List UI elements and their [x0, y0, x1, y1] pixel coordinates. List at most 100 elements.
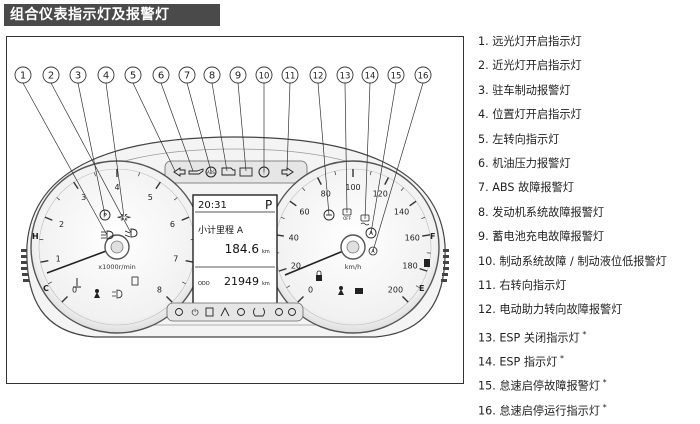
callout-leader [77, 82, 106, 216]
tacho-tick [56, 197, 61, 201]
callout-leader [211, 82, 228, 172]
tacho-tick-label: 8 [157, 285, 162, 294]
fuel-empty-label: E [419, 284, 424, 293]
display-clock: 20:31 [198, 200, 227, 211]
legend-number: 7. [478, 181, 493, 195]
legend-optional-mark: * [600, 378, 607, 388]
airbag-icon [175, 308, 183, 316]
callout-circle [152, 66, 170, 84]
callout-circle [97, 66, 115, 84]
display-trip-unit: km [262, 249, 270, 255]
speedo-unit: km/h [345, 263, 361, 271]
speedo-tick-label: 80 [321, 190, 331, 199]
tacho-tick [94, 172, 96, 177]
speedo-tick-label: 180 [402, 262, 417, 271]
left-turn-icon [173, 167, 186, 177]
callout-number: 5 [130, 71, 136, 82]
tacho-tick [73, 181, 79, 190]
tacho-tick-label: 6 [170, 220, 175, 229]
callout-leader [132, 82, 176, 172]
callout-number: 14 [365, 72, 376, 82]
legend-text: 制动系统故障 / 制动液位低报警灯 [499, 254, 667, 268]
temp-gauge-segments [21, 249, 29, 282]
legend-item: 9. 蓄电池充电故障报警灯 [478, 225, 698, 249]
legend-item: 1. 远光灯开启指示灯 [478, 30, 698, 54]
callout-leader [286, 82, 291, 172]
tacho-tick [166, 296, 173, 303]
callout-circle [124, 66, 142, 84]
legend-item: 16. 怠速启停运行指示灯 * [478, 396, 698, 420]
tacho-tick [181, 216, 190, 221]
legend-number: 16. [478, 404, 500, 418]
legend-item: 13. ESP 关闭指示灯 * [478, 323, 698, 347]
speedo-tick-label: 200 [388, 285, 403, 294]
callout-number: 10 [259, 72, 270, 82]
fuel-full-label: F [430, 232, 435, 241]
tacho-tick [138, 172, 140, 177]
speedo-tick-label: 140 [394, 208, 409, 217]
legend-item: 14. ESP 指示灯 * [478, 347, 698, 371]
callout-circle [309, 66, 327, 84]
svg-text:P: P [103, 213, 107, 220]
callout-leader [50, 82, 132, 234]
speedo-tick [384, 177, 390, 185]
callout-number: 16 [418, 72, 429, 82]
legend-text: 电动助力转向故障报警灯 [499, 303, 623, 317]
legend-number: 10. [478, 254, 500, 268]
legend-text: 怠速启停故障报警灯 [499, 380, 601, 394]
speedo-tick-label: 60 [299, 208, 309, 217]
legend-item: 2. 近光灯开启指示灯 [478, 54, 698, 78]
display-odo-value: 21949 [224, 275, 259, 288]
legend-item: 3. 驻车制动报警灯 [478, 79, 698, 103]
legend-text: 位置灯开启指示灯 [492, 108, 582, 122]
legend-item: 8. 发动机系统故障报警灯 [478, 201, 698, 225]
callout-circle [414, 66, 432, 84]
legend-text: 远光灯开启指示灯 [492, 35, 582, 48]
legend-text: 近光灯开启指示灯 [492, 59, 582, 73]
legend-text: ESP 关闭指示灯 [499, 331, 580, 345]
display-trip-value: 184.6 [225, 242, 259, 256]
abs-icon: ABS [205, 166, 217, 178]
tacho-tick-label: 4 [114, 183, 119, 192]
callout-circle [178, 66, 196, 84]
legend-number: 2. [478, 59, 493, 73]
legend-number: 11. [478, 278, 500, 292]
speedo-tick-label: 120 [373, 190, 388, 199]
legend-text: 怠速启停运行指示灯 [499, 404, 601, 418]
passenger-belt-icon [338, 286, 344, 295]
svg-text:A: A [371, 249, 375, 255]
callout-circle [281, 66, 299, 84]
callout-circle [14, 66, 32, 84]
legend-item: 4. 位置灯开启指示灯 [478, 103, 698, 127]
legend-number: 4. [478, 108, 493, 122]
temp-high-label: H [32, 232, 39, 241]
speedo-tick [278, 267, 287, 272]
tacho-unit: x1000r/min [98, 263, 136, 271]
legend-item: 15. 怠速启停故障报警灯 * [478, 371, 698, 395]
callout-number: 8 [209, 71, 215, 82]
legend-number: 3. [478, 83, 493, 97]
callout-leader [344, 82, 348, 214]
tacho-tick [61, 296, 68, 303]
bottom-bar-icons: ⏻ [175, 306, 296, 319]
callout-circle [229, 66, 247, 84]
tacho-tick [173, 197, 178, 201]
display-trip-label: 小计里程 A [198, 224, 244, 236]
callout-leader [317, 82, 330, 216]
central-display: 20:31 P 小计里程 A 184.6 km ODO 21949 km [192, 194, 278, 306]
callout-circle [42, 66, 60, 84]
lamp-icon [275, 308, 283, 316]
engine-check-icon [221, 167, 236, 176]
legend-number: 13. [478, 331, 500, 345]
tacho-tick-label: 5 [148, 193, 153, 202]
legend-optional-mark: * [600, 402, 607, 412]
speedo-tick-label: 40 [289, 234, 299, 243]
speedo-tick [369, 171, 372, 176]
callout-circle [387, 66, 405, 84]
callout-circle [69, 66, 87, 84]
svg-text:ABS: ABS [207, 170, 215, 175]
display-odo-label: ODO [198, 281, 210, 287]
